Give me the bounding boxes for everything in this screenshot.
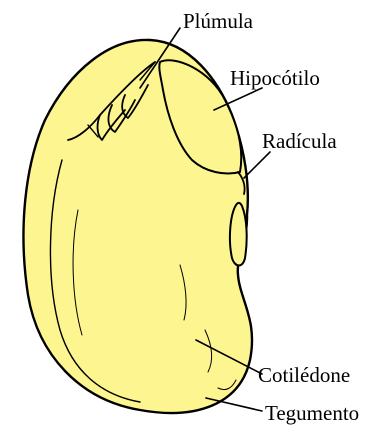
leader-radicula [244,152,270,178]
label-cotiledone: Cotilédone [258,363,350,387]
label-hipocotilo: Hipocótilo [230,66,320,90]
hilum-notch [230,203,247,266]
label-plumula: Plúmula [183,9,254,33]
label-radicula: Radícula [262,129,337,153]
label-tegumento: Tegumento [265,401,359,425]
